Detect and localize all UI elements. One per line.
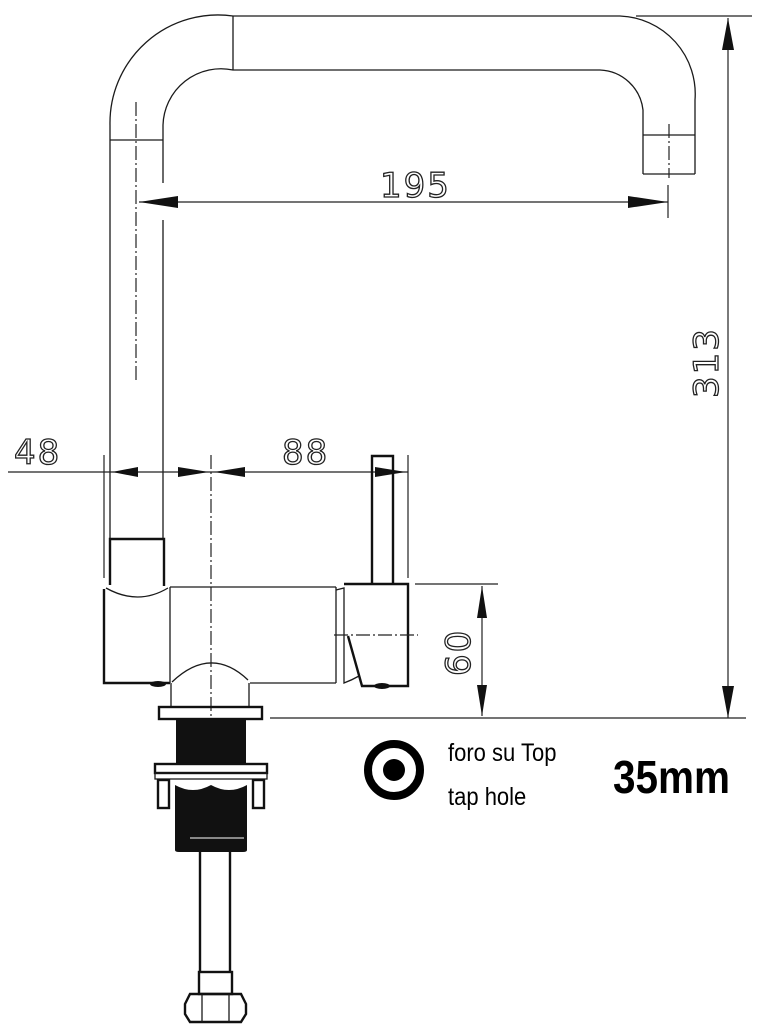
dim-label-48: 48 <box>14 433 61 473</box>
dim-label-313: 313 <box>687 327 727 398</box>
spout <box>109 14 696 580</box>
dim-label-195: 195 <box>380 166 451 206</box>
threaded-shank <box>153 719 269 852</box>
dimension-base-offsets <box>8 455 409 720</box>
dimension-spout-reach <box>139 185 669 218</box>
dimension-body-height <box>415 583 498 716</box>
supply-hose <box>183 852 248 1024</box>
target-circle-icon <box>364 740 424 800</box>
tap-body <box>102 454 418 721</box>
dimension-total-height <box>270 15 752 719</box>
dim-label-60: 60 <box>439 629 479 676</box>
tap-hole-label-english: tap hole <box>448 783 527 811</box>
tap-hole-size: 35mm <box>613 751 731 803</box>
tap-hole-label-italian: foro su Top <box>448 739 557 767</box>
dim-label-88: 88 <box>282 433 329 473</box>
